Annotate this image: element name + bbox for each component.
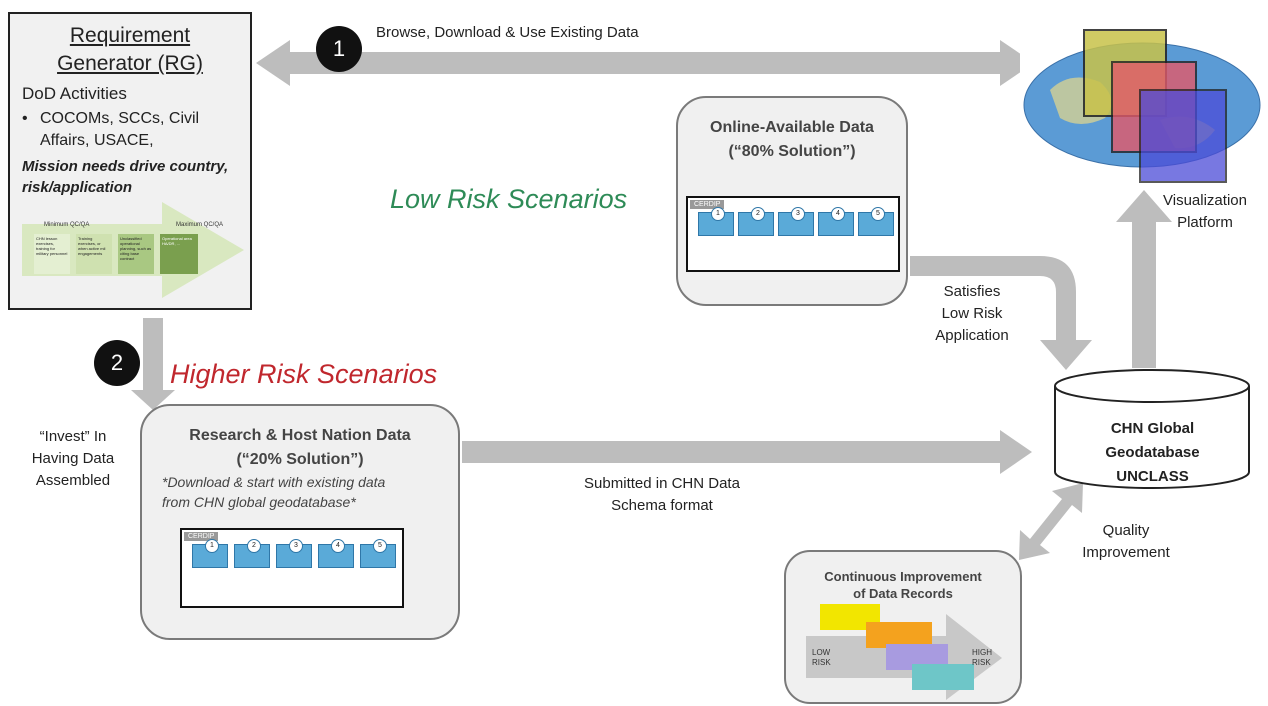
visualization-line2: Platform [1177,214,1233,231]
qc-step-3: Unclassified operational planning, such … [118,234,154,274]
invest-line3: Assembled [35,472,111,489]
research-note-line2: from CHN global geodatabase* [162,494,356,510]
requirement-generator-box: Requirement Generator (RG) DoD Activitie… [8,12,252,310]
research-data-box: Research & Host Nation Data (“20% Soluti… [140,404,460,640]
geodatabase-line2: Geodatabase [1105,444,1200,461]
invest-line1: “Invest” In [39,428,107,445]
quality-line1: Quality [1102,522,1150,539]
rg-title-line1: Requirement [69,24,191,47]
submitted-line2: Schema format [611,497,713,514]
satisfies-line2: Low Risk [941,305,1003,322]
low-risk-tag: LOW RISK [812,648,831,667]
cerdip-step: 5 [858,207,894,236]
quality-double-arrow [1019,483,1083,560]
cerdip-step: 3 [778,207,814,236]
satisfies-line1: Satisfies [943,283,1001,300]
rg-down-arrow [131,318,175,410]
geodatabase-label: CHN Global Geodatabase UNCLASS [1055,417,1250,489]
submitted-label: Submitted in CHN Data Schema format [560,473,764,517]
qc-step-2: Training exercises, or when active mil e… [76,234,112,274]
research-note: *Download & start with existing data fro… [162,472,385,512]
cerdip-step: 2 [234,539,270,568]
cerdip-step-number: 2 [751,207,765,221]
research-title-line1: Research & Host Nation Data [189,427,411,444]
cerdip-step: 4 [318,539,354,568]
cerdip-step-number: 3 [791,207,805,221]
visualization-map-image [1020,22,1261,183]
cerdip-step-number: 2 [247,539,261,553]
browse-arrow-label: Browse, Download & Use Existing Data [376,24,639,41]
online-title-line1: Online-Available Data [710,119,874,136]
cerdip-step: 1 [192,539,228,568]
visualization-platform-label: Visualization Platform [1150,190,1260,234]
cerdip-step-number: 4 [831,207,845,221]
higher-risk-label: Higher Risk Scenarios [170,359,438,389]
qc-step-4: Operational area HA/DR, ... [160,234,198,274]
invest-label: “Invest” In Having Data Assembled [18,426,128,492]
low-risk-label: Low Risk Scenarios [390,184,628,214]
browse-double-arrow [256,40,1034,86]
qc-max-label: Maximum QC/QA [176,222,224,228]
visualization-line1: Visualization [1163,192,1247,209]
step-one-badge: 1 [316,26,362,72]
ci-band-teal [912,664,974,690]
cerdip-step-number: 4 [331,539,345,553]
continuous-improvement-box: Continuous Improvement of Data Records L… [784,550,1022,704]
satisfies-line3: Application [935,327,1009,344]
submitted-line1: Submitted in CHN Data [584,475,740,492]
qc-min-label: Minimum QC/QA [44,222,90,228]
satisfies-label: Satisfies Low Risk Application [918,281,1026,347]
cerdip-step: 4 [818,207,854,236]
online-data-title: Online-Available Data (“80% Solution”) [678,116,906,164]
cerdip-step: 3 [276,539,312,568]
continuous-title-line1: Continuous Improvement [824,569,982,584]
geodatabase-line3: UNCLASS [1116,468,1189,485]
research-note-line1: *Download & start with existing data [162,474,386,490]
cerdip-step-number: 5 [871,207,885,221]
cerdip-step-number: 3 [289,539,303,553]
rg-title-line2: Generator (RG) [57,52,203,75]
rg-subtitle: DoD Activities [22,84,127,103]
qc-step-1: CHN lesson exercises, training for milit… [34,234,70,274]
submitted-arrow [462,430,1032,474]
online-cerdip-graphic: CERDIP 1 2 3 4 5 [686,196,900,272]
geodatabase-cylinder [1054,369,1250,489]
research-cerdip-graphic: CERDIP 1 2 3 4 5 [180,528,404,608]
rg-bullet-text: COCOMs, SCCs, Civil Affairs, USACE, [40,110,200,149]
satisfies-curved-arrow [910,256,1092,370]
quality-line2: Improvement [1082,544,1170,561]
geodatabase-line1: CHN Global [1110,420,1195,437]
online-data-box: Online-Available Data (“80% Solution”) C… [676,96,908,306]
cerdip-step-number: 1 [711,207,725,221]
quality-improvement-label: Quality Improvement [1066,520,1186,564]
cerdip-step: 2 [738,207,774,236]
visualization-up-arrow [1116,190,1172,368]
continuous-title: Continuous Improvement of Data Records [786,568,1020,602]
cerdip-step: 1 [698,207,734,236]
cerdip-step-number: 1 [205,539,219,553]
cerdip-tag: CERDIP [690,200,725,209]
research-title-line2: (“20% Solution”) [236,451,364,468]
online-title-line2: (“80% Solution”) [728,143,856,160]
invest-line2: Having Data [31,450,115,467]
step-two-badge: 2 [94,340,140,386]
continuous-title-line2: of Data Records [853,586,953,601]
ci-band-orange [866,622,932,648]
rg-mission-text: Mission needs drive country, risk/applic… [22,158,229,196]
rg-bullet: •COCOMs, SCCs, Civil Affairs, USACE, [22,108,242,152]
rg-title: Requirement Generator (RG) [10,22,250,78]
cerdip-tag: CERDIP [184,532,219,541]
cerdip-step: 5 [360,539,396,568]
research-data-title: Research & Host Nation Data (“20% Soluti… [142,424,458,472]
high-risk-tag: HIGH RISK [972,648,992,667]
cerdip-step-number: 5 [373,539,387,553]
